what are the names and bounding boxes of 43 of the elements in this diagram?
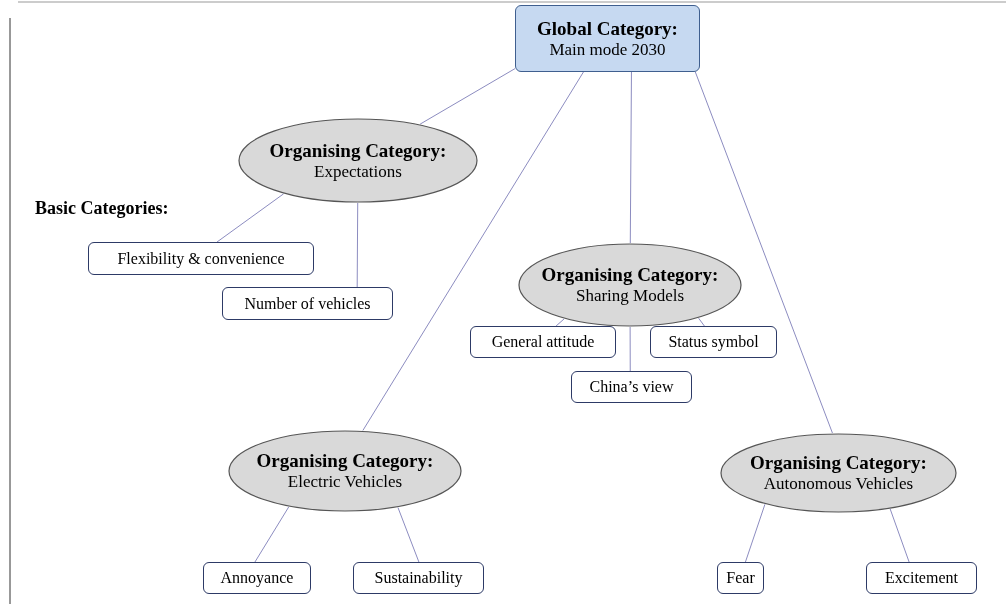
connector-line — [356, 202, 359, 288]
connector-line — [629, 71, 632, 244]
category-heading: Organising Category: — [256, 450, 434, 472]
category-box — [650, 326, 777, 358]
connector-line — [629, 326, 631, 372]
category-label: Number of vehicles — [244, 294, 371, 313]
category-box — [866, 562, 977, 594]
connector-line — [254, 506, 290, 563]
category-label: Annoyance — [220, 569, 294, 587]
category-heading: Organising Category: — [541, 264, 719, 286]
category-heading: Organising Category: — [750, 452, 927, 474]
category-box — [88, 242, 314, 275]
connector-line — [555, 318, 565, 327]
category-label: Status symbol — [668, 333, 759, 351]
category-box — [203, 562, 311, 594]
connector-line — [744, 503, 766, 563]
connector-line — [889, 508, 910, 563]
category-heading: Organising Category: — [269, 139, 447, 162]
category-box — [470, 326, 616, 358]
connector-line — [216, 193, 285, 243]
category-box — [717, 562, 764, 594]
category-label: China’s view — [589, 378, 674, 396]
category-label: Sustainability — [374, 569, 463, 587]
category-box — [353, 562, 484, 594]
category-name: Main mode 2030 — [549, 39, 666, 60]
section-label: Basic Categories: — [35, 198, 169, 219]
category-name: Expectations — [314, 161, 402, 182]
connector-line — [694, 71, 833, 434]
category-box — [222, 287, 393, 320]
connector-line — [362, 71, 584, 431]
category-label: Fear — [726, 569, 755, 587]
connector-line — [419, 68, 516, 125]
category-box — [571, 371, 692, 403]
category-box — [515, 5, 700, 72]
connector-line — [397, 507, 420, 563]
category-label: Flexibility & convenience — [117, 249, 285, 268]
connector-line — [698, 317, 705, 327]
category-name: Electric Vehicles — [287, 472, 403, 492]
category-label: Excitement — [885, 569, 958, 587]
category-heading: Global Category: — [537, 17, 678, 40]
category-name: Autonomous Vehicles — [763, 474, 914, 494]
category-name: Sharing Models — [575, 286, 685, 306]
category-label: General attitude — [491, 333, 595, 351]
